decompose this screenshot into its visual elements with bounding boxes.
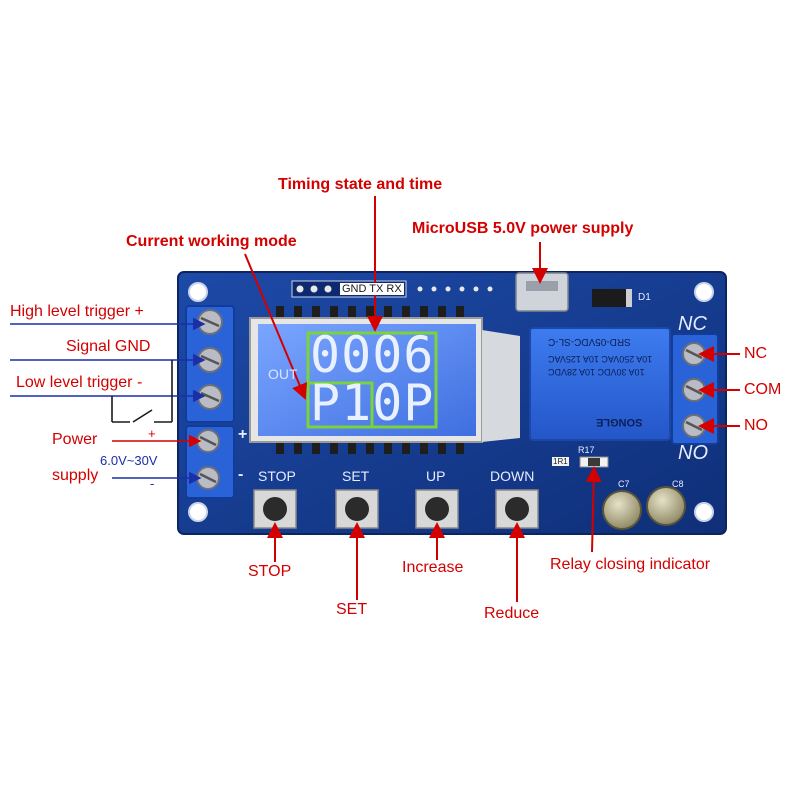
btn-set-print: SET (342, 468, 370, 484)
relay-indicator-pointer (585, 466, 602, 553)
mode-pointer (244, 253, 307, 400)
no-label: NO (744, 417, 768, 434)
plus-label: + (148, 426, 156, 441)
usb-label: MicroUSB 5.0V power supply (412, 220, 634, 237)
down-button-part (495, 489, 539, 529)
c7-label: C7 (618, 479, 630, 489)
r17-label: R17 (578, 445, 595, 455)
lcd-bottom-digits: P10P (310, 374, 435, 432)
lcd-backlight-tab (482, 330, 520, 442)
set-label: SET (336, 601, 368, 618)
mount-hole-bl (188, 502, 208, 522)
board-minus-mark: - (238, 466, 244, 483)
header-pin (296, 285, 304, 293)
mode-highlight-box (306, 381, 374, 429)
stop-label: STOP (248, 563, 292, 580)
relay-rating1: 10A 250VAC 10A 125VAC (548, 354, 653, 364)
lcd-pins-bottom (276, 438, 464, 454)
power-screws (196, 429, 220, 490)
microusb-port (515, 272, 569, 312)
mount-hole-tl (188, 282, 208, 302)
signal-gnd-label: Signal GND (66, 338, 151, 355)
relay-no-print: NO (678, 442, 708, 464)
high-trigger-label: High level trigger + (10, 303, 144, 320)
up-button-part (415, 489, 459, 529)
relay (529, 327, 671, 441)
set-button-part (335, 489, 379, 529)
btn-stop-print: STOP (258, 468, 296, 484)
minus-label: - (150, 476, 155, 491)
diode-band (626, 289, 632, 307)
power-label: Power (52, 431, 98, 448)
out-label: OUT (268, 366, 298, 382)
microusb-slot (526, 281, 558, 291)
relay-indicator-label: Relay closing indicator (550, 556, 711, 573)
supply-label: supply (52, 467, 99, 484)
voltage-label: 6.0V~30V (100, 453, 158, 468)
header-label: GND TX RX (340, 283, 404, 295)
increase-label: Increase (402, 559, 464, 576)
com-label: COM (744, 381, 782, 398)
capacitor-c8 (646, 486, 686, 526)
btn-down-print: DOWN (490, 468, 535, 484)
btn-up-print: UP (426, 468, 446, 484)
mount-hole-tr (694, 282, 714, 302)
relay-rating2: 10A 30VDC 10A 28VDC (548, 367, 645, 377)
diode-d1 (592, 289, 632, 307)
d1-label: D1 (638, 292, 651, 303)
board-plus-mark: + (238, 426, 248, 443)
relay-brand: SONGLE (596, 416, 643, 428)
lcd-pins-top (276, 306, 464, 322)
led-body (588, 458, 600, 466)
mode-label: Current working mode (126, 233, 297, 250)
r17-code: 1R1 (552, 457, 569, 466)
switch-symbol (111, 360, 173, 423)
mount-hole-br (694, 502, 714, 522)
header-pin (310, 285, 318, 293)
stop-button-part (253, 489, 297, 529)
relay-model: SRD-05VDC-SL-C (548, 336, 631, 347)
lcd-top-digits: 0006 (310, 326, 435, 384)
lcd-screen (258, 324, 476, 436)
relay-nc-print: NC (678, 313, 707, 335)
reduce-label: Reduce (484, 605, 540, 622)
low-trigger-label: Low level trigger - (16, 374, 143, 391)
capacitor-c7 (602, 490, 642, 530)
pad-row (417, 286, 493, 292)
c8-label: C8 (672, 479, 684, 489)
timing-label: Timing state and time (278, 176, 443, 193)
nc-label: NC (744, 345, 768, 362)
header-pin (324, 285, 332, 293)
